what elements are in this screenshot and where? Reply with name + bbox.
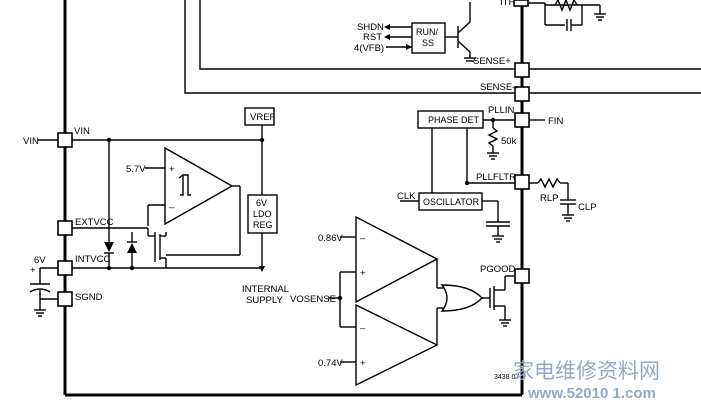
- v086-label: 0.86V: [318, 233, 343, 244]
- comp2-minus: –: [360, 323, 366, 334]
- comp2-plus: +: [360, 358, 366, 369]
- extvcc-label: EXTVCC: [75, 217, 114, 228]
- comp1-plus: +: [360, 268, 366, 279]
- vin-external-label: VIN: [23, 136, 39, 147]
- pllin-label: PLLIN: [488, 105, 515, 116]
- r50k-label: 50k: [501, 136, 517, 147]
- v074-label: 0.74V: [318, 358, 343, 369]
- fin-label: FIN: [548, 116, 563, 127]
- opamp-plus: +: [169, 164, 175, 175]
- sense-minus-label: SENSE–: [480, 82, 518, 93]
- rst-label: RST: [363, 32, 382, 43]
- ldo-label-2: LDO: [253, 209, 272, 219]
- oscillator-label: OSCILLATOR: [423, 197, 480, 207]
- pll-section: [400, 110, 576, 243]
- internal-supply-label-2: SUPPLY: [246, 295, 283, 306]
- run-ss-label-1: RUN/: [416, 27, 438, 37]
- pllfltr-label: PLLFLTR: [476, 172, 516, 183]
- vref-label: VREF: [250, 112, 276, 123]
- opamp-minus: –: [169, 202, 175, 213]
- rlp-label: RLP: [540, 193, 558, 204]
- sense-plus-label: SENSE+: [473, 56, 511, 67]
- shdn-label: SHDN: [357, 22, 384, 33]
- ith-section: [513, 0, 606, 31]
- vfb-label: 4(VFB): [354, 43, 384, 54]
- pgood-label: PGOOD: [480, 264, 516, 275]
- v57-label: 5.7V: [126, 164, 146, 175]
- intvcc-label: INTVCC: [75, 254, 111, 265]
- vosense-label: VOSENSE: [290, 294, 336, 305]
- ith-label: ITH: [500, 0, 515, 8]
- ldo-label-1: 6V: [256, 198, 267, 208]
- figure-id: 3438 07: [494, 374, 519, 381]
- sgnd-label: SGND: [75, 292, 103, 303]
- phase-det-label: PHASE DET: [428, 115, 480, 125]
- internal-supply-label-1: INTERNAL: [242, 284, 289, 295]
- cap-plus-label: +: [30, 265, 36, 276]
- run-ss-label-2: SS: [422, 38, 434, 48]
- clk-label: CLK: [397, 191, 416, 202]
- watermark-url: www.52010 1.com: [527, 385, 656, 402]
- comp1-minus: –: [360, 233, 366, 244]
- pgood-section: [328, 215, 530, 387]
- vin-pin-label: VIN: [74, 126, 90, 137]
- run-ss-section: [384, 2, 476, 62]
- sense-pins: [514, 62, 530, 102]
- v6-label: 6V: [34, 255, 46, 266]
- watermark-chinese: 家电维修资料网: [513, 359, 660, 383]
- ldo-section: [29, 107, 278, 317]
- clp-label: CLP: [578, 202, 596, 213]
- ldo-label-3: REG: [253, 220, 273, 230]
